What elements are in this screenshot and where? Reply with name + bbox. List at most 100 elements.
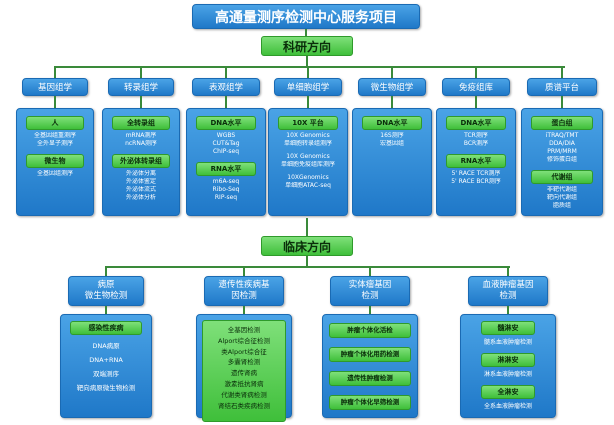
connector — [225, 66, 227, 78]
connector — [243, 306, 245, 314]
connector — [507, 306, 509, 314]
clinical-column-panel: 髓淋安髓系血液肿瘤检测淋淋安淋系血液肿瘤检测全淋安全系血液肿瘤检测 — [460, 314, 556, 418]
block-header: 蛋白组 — [531, 116, 593, 130]
blood-header: 全淋安 — [481, 385, 535, 399]
disease-item: 激素抵抗肾病 — [224, 379, 264, 388]
block-item: 单细胞转录组测序 — [283, 140, 332, 147]
clinical-column-title-text: 病原 微生物检测 — [84, 280, 128, 301]
connector — [475, 96, 477, 108]
block-item: RIP-seq — [214, 194, 238, 201]
block-item: DNA+RNA — [89, 356, 123, 364]
block-header: 人 — [26, 116, 84, 130]
research-column-title-text: 转录组学 — [123, 83, 158, 93]
clinical-direction-label: 临床方向 — [261, 236, 353, 256]
disease-item: 全基因检测 — [227, 326, 261, 334]
research-column-title-text: 质谱平台 — [544, 83, 579, 93]
clinical-column-title-text: 血液肿瘤基因 检测 — [482, 280, 534, 301]
research-column-title: 表观组学 — [192, 78, 260, 96]
block-item: m6A-seq — [212, 178, 240, 185]
block-item: DNA病原 — [92, 342, 120, 350]
block-item: 单细胞免疫组库测序 — [280, 161, 335, 168]
clinical-column-title: 实体瘤基因 检测 — [330, 276, 410, 306]
connector — [561, 96, 563, 108]
block-header: 10X 平台 — [278, 116, 338, 130]
research-column-title: 单细胞组学 — [274, 78, 342, 96]
block-item: DDA/DIA — [549, 140, 575, 147]
research-column-title: 质谱平台 — [527, 78, 597, 96]
connector — [140, 66, 142, 78]
clinical-column-title-text: 实体瘤基因 检测 — [348, 280, 392, 301]
clinical-direction-text: 临床方向 — [282, 239, 331, 254]
clinical-column-panel: 肿瘤个体化活检肿瘤个体化用药检测遗传性肿瘤检测肿瘤个体化早筛检测 — [322, 314, 418, 418]
disease-item: 类Alport综合征 — [221, 347, 267, 356]
block-item: PRM/MRM — [547, 148, 577, 155]
disease-item: 代谢类肾病检测 — [221, 390, 267, 399]
disease-item: 遗传肾病 — [231, 369, 257, 378]
block-item: 5' RACE BCR测序 — [451, 178, 501, 185]
block-header: 外泌体转录组 — [112, 154, 170, 168]
disease-item: 多囊肾检测 — [227, 358, 261, 367]
block-item: 10XGenomics — [287, 174, 329, 181]
research-column-title-text: 单细胞组学 — [286, 83, 330, 93]
block-item: 全基因组测序 — [36, 170, 73, 177]
connector — [369, 266, 371, 276]
block-header: RNA水平 — [196, 162, 256, 176]
block-item: 外泌体流式 — [125, 186, 156, 193]
tumor-item: 肿瘤个体化活检 — [329, 323, 411, 338]
block-item: BCR测序 — [463, 140, 489, 147]
block-header: 全转录组 — [112, 116, 170, 130]
research-column-title: 免疫组库 — [442, 78, 510, 96]
block-item: mRNA测序 — [125, 132, 157, 139]
block-item: 10X Genomics — [286, 132, 330, 139]
block-item: 双端测序 — [93, 370, 119, 378]
block-header: RNA水平 — [446, 154, 506, 168]
connector — [243, 266, 245, 276]
block-item: ChIP-seq — [212, 148, 240, 155]
block-header: DNA水平 — [196, 116, 256, 130]
research-column-panel: 人全基因组重测序全外显子测序微生物全基因组测序 — [16, 108, 94, 216]
block-item: 全外显子测序 — [36, 140, 73, 147]
research-column-title-text: 基因组学 — [37, 83, 72, 93]
block-item: Ribo-Seq — [212, 186, 240, 193]
clinical-column-title: 遗传性疾病基 因检测 — [204, 276, 284, 306]
block-item: iTRAQ/TMT — [545, 132, 579, 139]
connector — [391, 66, 393, 78]
blood-header: 淋淋安 — [481, 353, 535, 367]
block-item: 外泌体鉴定 — [125, 178, 156, 185]
block-item: WGBS — [216, 132, 236, 139]
clinical-column-title-text: 遗传性疾病基 因检测 — [218, 280, 270, 301]
blood-item: 淋系血液肿瘤检测 — [483, 371, 532, 378]
connector — [225, 96, 227, 108]
block-item: TCR测序 — [464, 132, 488, 139]
block-item: 靶向病原微生物检测 — [76, 384, 136, 392]
block-item: ncRNA测序 — [125, 140, 157, 147]
block-item: 靶向代谢组 — [546, 194, 577, 201]
block-item: CUT&Tag — [212, 140, 240, 147]
block-item: 单细胞ATAC-seq — [285, 182, 331, 189]
block-item: 非靶代谢组 — [546, 186, 577, 193]
connector — [54, 66, 56, 78]
block-header: 代谢组 — [531, 170, 593, 184]
block-header: 微生物 — [26, 154, 84, 168]
clinical-column-title: 病原 微生物检测 — [68, 276, 144, 306]
block-item: 外泌体分析 — [125, 194, 156, 201]
block-item: 宏基因组 — [379, 140, 404, 147]
connector — [105, 266, 107, 276]
blood-item: 全系血液肿瘤检测 — [483, 403, 532, 410]
clinical-column-panel: 全基因检测 Alport综合征检测类Alport综合征多囊肾检测遗传肾病激素抵抗肾… — [196, 314, 292, 422]
connector — [307, 66, 309, 78]
disease-item: Alport综合征检测 — [217, 336, 271, 345]
connector — [391, 96, 393, 108]
block-item: 修饰蛋白组 — [546, 156, 577, 163]
research-column-title: 微生物组学 — [358, 78, 426, 96]
disease-item: 肾结石类疾病检测 — [218, 401, 270, 410]
research-column-title-text: 表观组学 — [208, 83, 243, 93]
block-item: 5' RACE TCR测序 — [451, 170, 501, 177]
